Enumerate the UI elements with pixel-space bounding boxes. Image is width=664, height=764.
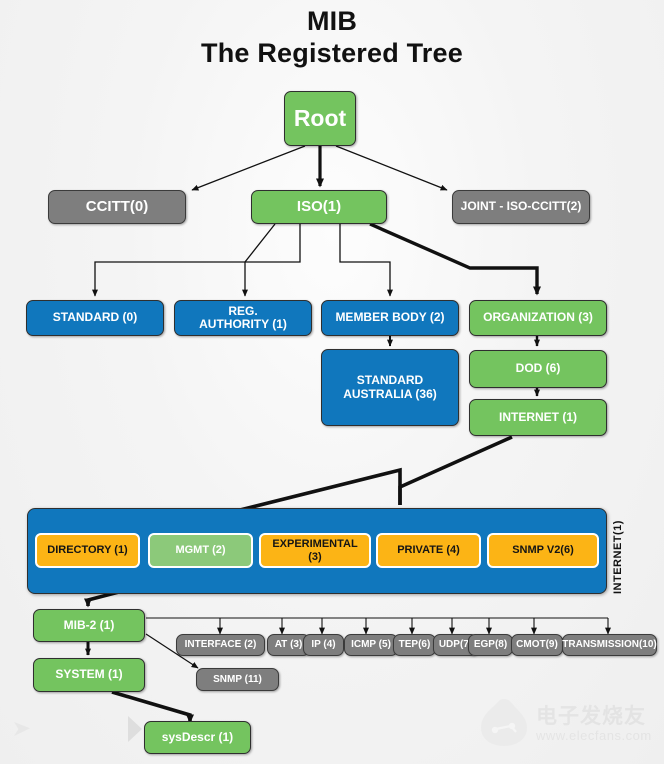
- node-egp[interactable]: EGP(8): [468, 634, 513, 656]
- node-internet[interactable]: INTERNET (1): [469, 399, 607, 436]
- internet-panel-label: INTERNET(1): [612, 520, 624, 594]
- node-member-body[interactable]: MEMBER BODY (2): [321, 300, 459, 336]
- node-standard-australia[interactable]: STANDARD AUSTRALIA (36): [321, 349, 459, 426]
- node-dod[interactable]: DOD (6): [469, 350, 607, 388]
- node-joint-iso-ccitt[interactable]: JOINT - ISO-CCITT(2): [452, 190, 590, 224]
- node-root[interactable]: Root: [284, 91, 356, 146]
- page-title: MIB The Registered Tree: [0, 6, 664, 70]
- node-snmp-11[interactable]: SNMP (11): [196, 668, 279, 691]
- node-icmp[interactable]: ICMP (5): [344, 634, 398, 656]
- node-system[interactable]: SYSTEM (1): [33, 658, 145, 692]
- node-organization[interactable]: ORGANIZATION (3): [469, 300, 607, 336]
- panel-cell-directory[interactable]: DIRECTORY (1): [35, 533, 140, 568]
- node-standard[interactable]: STANDARD (0): [26, 300, 164, 336]
- node-mib-2[interactable]: MIB-2 (1): [33, 609, 145, 642]
- node-ccitt[interactable]: CCITT(0): [48, 190, 186, 224]
- node-at[interactable]: AT (3): [267, 634, 310, 656]
- node-iso[interactable]: ISO(1): [251, 190, 387, 224]
- panel-cell-private[interactable]: PRIVATE (4): [376, 533, 481, 568]
- panel-cell-mgmt[interactable]: MGMT (2): [148, 533, 253, 568]
- title-line-2: The Registered Tree: [201, 37, 463, 68]
- node-reg-authority[interactable]: REG. AUTHORITY (1): [174, 300, 312, 336]
- node-transmission[interactable]: TRANSMISSION(10): [562, 634, 657, 656]
- node-sysdescr[interactable]: sysDescr (1): [144, 721, 251, 754]
- node-ip[interactable]: IP (4): [303, 634, 344, 656]
- title-line-1: MIB: [306, 6, 358, 36]
- node-tep[interactable]: TEP(6): [393, 634, 436, 656]
- panel-cell-experimental[interactable]: EXPERIMENTAL (3): [259, 533, 371, 568]
- node-cmot[interactable]: CMOT(9): [511, 634, 563, 656]
- node-interface[interactable]: INTERFACE (2): [176, 634, 265, 656]
- panel-cell-snmp-v2[interactable]: SNMP V2(6): [487, 533, 599, 568]
